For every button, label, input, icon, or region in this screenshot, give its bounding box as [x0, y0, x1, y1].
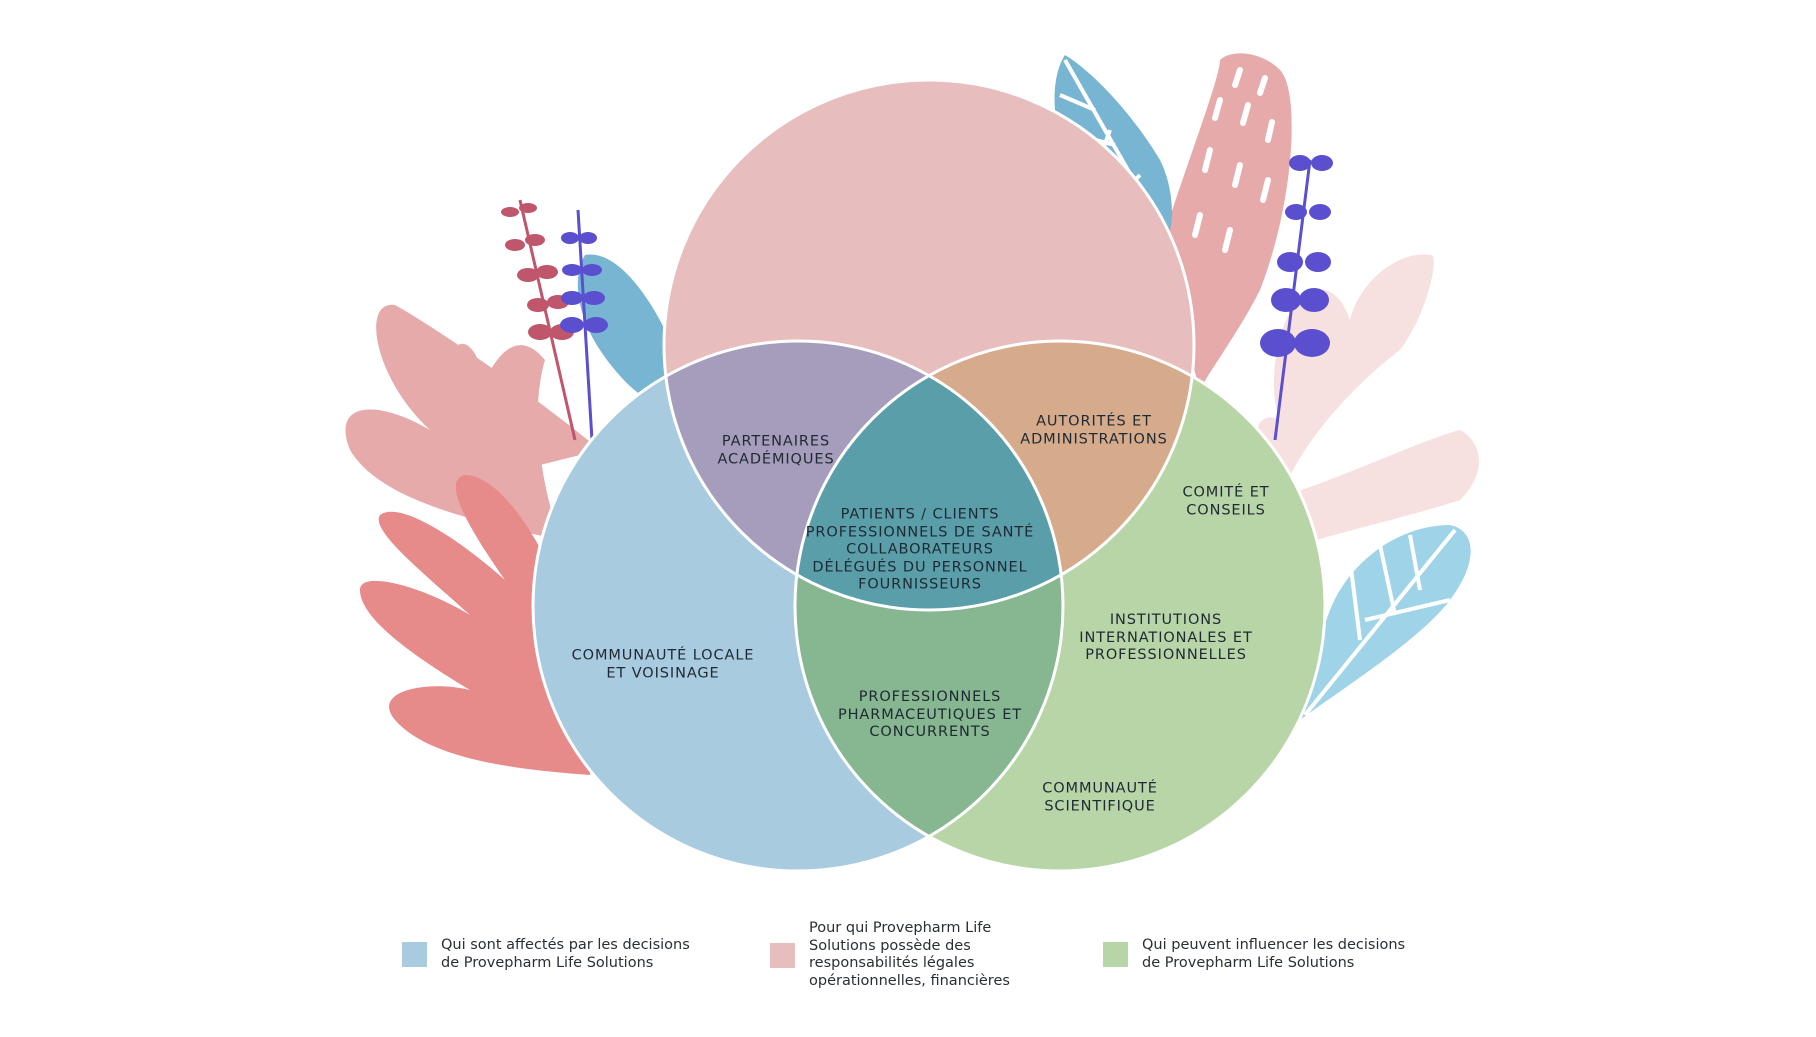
label-line: COLLABORATEURS: [846, 541, 994, 558]
left-foliage-decoration: [345, 254, 665, 775]
pale-pink-leaf: [1256, 254, 1434, 500]
light-blue-leaf-veins: [1303, 528, 1457, 717]
label-line: SCIENTIFIQUE: [1044, 798, 1156, 814]
label-line: ACADÉMIQUES: [717, 451, 835, 467]
magenta-sprig-buds: [501, 203, 574, 340]
label-line: PROFESSIONNELS DE SANTÉ: [805, 523, 1035, 540]
label-line: COMITÉ ET: [1182, 484, 1270, 501]
label-line: DÉLÉGUÉS DU PERSONNEL: [812, 558, 1028, 575]
label-line: FOURNISSEURS: [858, 576, 982, 593]
label-line: INSTITUTIONS: [1109, 611, 1223, 628]
legend-swatch: [402, 942, 427, 967]
purple-sprig-buds: [560, 232, 608, 333]
label-line: de Provepharm Life Solutions: [441, 954, 654, 971]
label-line: COMMUNAUTÉ: [1042, 780, 1158, 797]
right-foliage-decoration: [1054, 53, 1479, 720]
tall-purple-sprig-buds: [1260, 155, 1333, 357]
pink-leaf-cluster: [345, 304, 600, 540]
label-line: Solutions possède des: [809, 937, 971, 954]
label-line: COMMUNAUTÉ LOCALE: [571, 647, 755, 664]
pale-pink-leaf-lower: [1260, 430, 1479, 560]
label-line: INTERNATIONALES ET: [1079, 629, 1253, 646]
label-line: PHARMACEUTIQUES ET: [837, 706, 1023, 723]
blue-leaf: [577, 254, 665, 402]
pink-leaf-dashes: [1192, 67, 1275, 253]
coral-leaf-cluster: [360, 470, 597, 775]
label-line: opérationnelles, financières: [809, 972, 1010, 989]
label-line: Qui sont affectés par les decisions: [441, 937, 690, 953]
label-line: PROFESSIONNELLES: [1085, 646, 1247, 663]
label-line: ADMINISTRATIONS: [1020, 431, 1168, 447]
label-line: ET VOISINAGE: [606, 665, 720, 681]
legend-swatch: [770, 942, 795, 968]
circle-outlines: [531, 78, 1327, 873]
label-line: responsabilités légales: [809, 955, 975, 971]
venn-circles: [531, 78, 1327, 873]
tall-pink-leaf: [1160, 53, 1292, 390]
label-line: CONSEILS: [1186, 502, 1266, 518]
label-line: Pour qui Provepharm Life: [809, 920, 992, 936]
label-line: Qui peuvent influencer les decisions: [1142, 937, 1406, 953]
sprig-decorations: [501, 155, 1333, 441]
label-line: AUTORITÉS ET: [1036, 413, 1152, 430]
label-line: PROFESSIONNELS: [858, 688, 1002, 705]
label-line: PATIENTS / CLIENTS: [840, 506, 1000, 523]
legend-swatch: [1103, 942, 1128, 967]
label-line: PARTENAIRES: [721, 433, 831, 450]
label-line: CONCURRENTS: [869, 723, 991, 740]
label-line: de Provepharm Life Solutions: [1142, 954, 1355, 971]
